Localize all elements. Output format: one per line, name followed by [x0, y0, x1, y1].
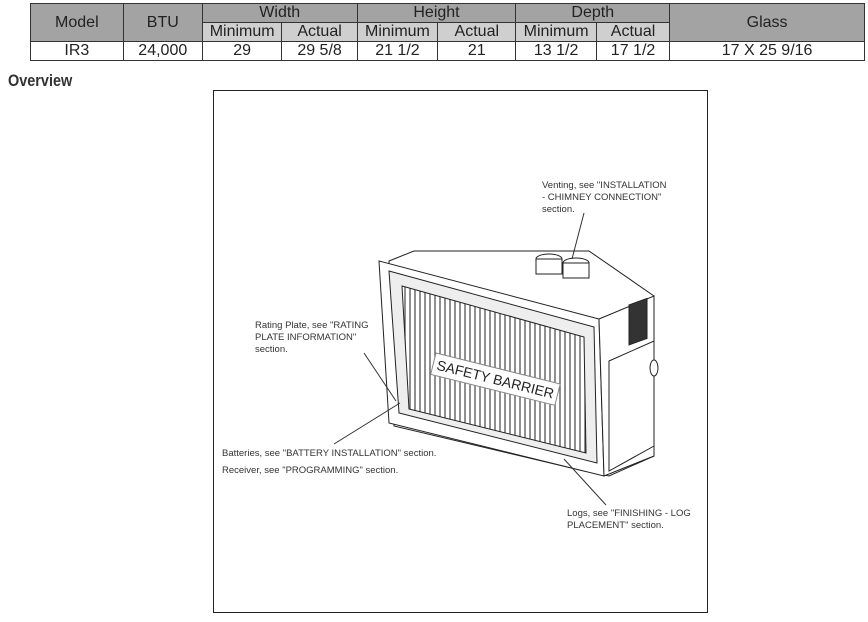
header-width-actual: Actual [281, 22, 358, 42]
cell-height-min: 21 1/2 [356, 41, 439, 61]
callout-line: Logs, see "FINISHING - LOG [567, 508, 691, 519]
callout-line: - CHIMNEY CONNECTION" [542, 192, 662, 203]
callout-line: Venting, see "INSTALLATION [542, 180, 667, 191]
cell-depth-actual: 17 1/2 [595, 41, 671, 61]
cell-height-actual: 21 [437, 41, 517, 61]
callout-line: PLACEMENT" section. [567, 520, 664, 531]
header-model: Model [30, 3, 124, 42]
header-height-min: Minimum [356, 22, 439, 42]
cell-width-min: 29 [201, 41, 283, 61]
specification-table: Model BTU Width Height Depth Glass Minim… [30, 3, 865, 61]
receiver-callout: Receiver, see "PROGRAMMING" section. [222, 465, 399, 476]
batteries-callout: Batteries, see "BATTERY INSTALLATION" se… [222, 448, 437, 459]
callout-line: Rating Plate, see "RATING [255, 320, 369, 331]
fireplace-drawing: SAFETY BARRIER [333, 212, 659, 506]
callout-line: PLATE INFORMATION" [255, 332, 357, 343]
fireplace-diagram: SAFETY BARRIER Venting, see "INSTALLATIO… [213, 90, 708, 613]
callout-line: section. [255, 344, 288, 355]
venting-callout: Venting, see "INSTALLATION - CHIMNEY CON… [542, 180, 666, 216]
logs-callout: Logs, see "FINISHING - LOG PLACEMENT" se… [567, 508, 691, 532]
callout-line: section. [542, 204, 575, 215]
rating-plate-callout: Rating Plate, see "RATING PLATE INFORMAT… [255, 320, 369, 356]
header-depth: Depth [515, 3, 671, 23]
cell-model: IR3 [30, 41, 124, 61]
table-row: IR3 24,000 29 29 5/8 21 1/2 21 13 1/2 17… [30, 41, 865, 61]
cell-btu: 24,000 [122, 41, 203, 61]
header-glass: Glass [669, 3, 865, 42]
cell-depth-min: 13 1/2 [515, 41, 597, 61]
cell-width-actual: 29 5/8 [281, 41, 358, 61]
header-depth-min: Minimum [515, 22, 597, 42]
header-width: Width [201, 3, 358, 23]
header-height-actual: Actual [437, 22, 517, 42]
header-height: Height [356, 3, 517, 23]
cell-glass: 17 X 25 9/16 [669, 41, 865, 61]
header-depth-actual: Actual [595, 22, 671, 42]
header-width-min: Minimum [201, 22, 283, 42]
section-title: Overview [8, 71, 73, 90]
header-btu: BTU [122, 3, 203, 42]
